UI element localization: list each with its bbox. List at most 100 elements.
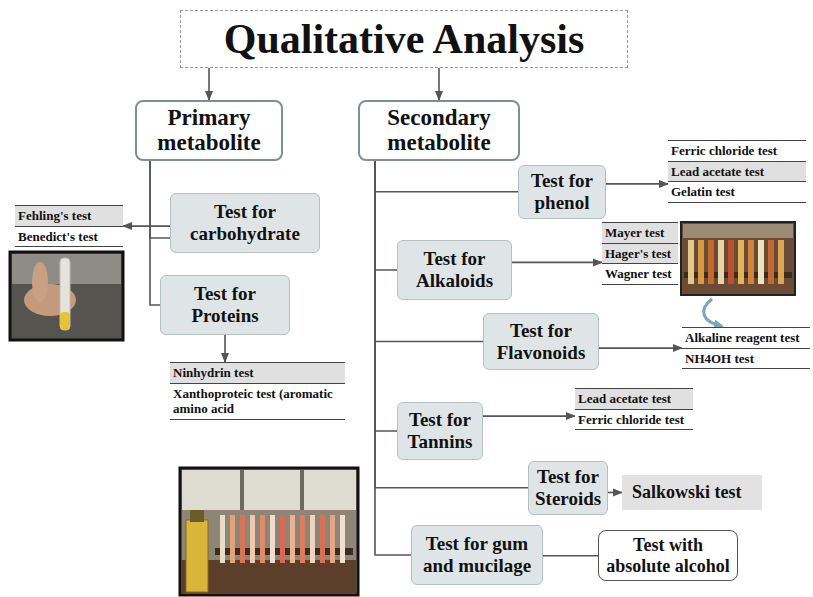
test-box: Test for carbohydrate xyxy=(170,193,320,253)
method-text: Ninhydrin test xyxy=(170,363,345,384)
method-text: Lead acetate test xyxy=(575,389,693,410)
test-box: Test for Proteins xyxy=(160,275,290,335)
rack-photo xyxy=(681,222,795,295)
window-light xyxy=(182,470,356,510)
box-label: Test for Tannins xyxy=(404,409,476,453)
tube xyxy=(270,515,275,563)
tube xyxy=(738,240,744,284)
tube xyxy=(320,515,325,563)
curved-arrow xyxy=(704,299,722,326)
connector-line xyxy=(512,262,602,264)
lab-rack-photo xyxy=(180,468,358,595)
test-box: Test for Flavonoids xyxy=(483,313,599,370)
tube xyxy=(728,240,734,284)
method-text: Ferric chloride test xyxy=(668,141,806,162)
method-text: Xanthoproteic test (aromatic amino acid xyxy=(170,384,345,420)
window-bar xyxy=(300,470,304,510)
box-label: Test for phenol xyxy=(525,170,599,214)
box-label: Test for Flavonoids xyxy=(490,320,592,364)
tube xyxy=(698,240,704,284)
tube xyxy=(290,515,295,563)
connector-line xyxy=(375,161,518,192)
connector-line xyxy=(375,161,397,270)
result-box: Test with absolute alcohol xyxy=(598,530,738,581)
tube xyxy=(778,240,784,284)
method-text: Wagner test xyxy=(602,264,678,285)
box-label: Test for Steroids xyxy=(535,466,601,510)
method-list: Ferric chloride testLead acetate testGel… xyxy=(668,140,806,203)
test-box: Test for Alkaloids xyxy=(397,240,512,300)
window-bar xyxy=(240,470,244,510)
connector-line xyxy=(543,555,598,557)
tube xyxy=(280,515,285,563)
box-label: Test for Proteins xyxy=(167,283,283,327)
tube xyxy=(220,515,225,563)
tube xyxy=(718,240,724,284)
test-box: Test for Steroids xyxy=(528,461,608,515)
method-text: Alkaline reagent test xyxy=(682,328,810,349)
reagent-bottle xyxy=(186,520,208,592)
connector-line xyxy=(608,492,622,494)
tube xyxy=(708,240,714,284)
method-list: Mayer testHager's testWagner test xyxy=(602,222,678,285)
box-label: Test for Alkaloids xyxy=(404,248,505,292)
photo-frame xyxy=(681,222,795,295)
tube xyxy=(250,515,255,563)
method-list: Ninhydrin testXanthoproteic test (aromat… xyxy=(170,362,345,420)
tube xyxy=(230,515,235,563)
photo-frame xyxy=(180,468,358,595)
box-label: Secondary metabolite xyxy=(366,105,512,156)
box-label: Qualitative Analysis xyxy=(189,15,619,63)
photo-frame xyxy=(10,252,123,340)
method-text: Mayer test xyxy=(602,223,678,244)
connector-line xyxy=(224,335,226,362)
method-list: Alkaline reagent testNH4OH test xyxy=(682,327,810,369)
box-label: Test for carbohydrate xyxy=(177,201,313,245)
method-text: Ferric chloride test xyxy=(575,410,693,431)
box-label: Primary metabolite xyxy=(143,105,275,156)
tube xyxy=(300,515,305,563)
tube-liquid xyxy=(60,312,70,330)
tube xyxy=(768,240,774,284)
method-list: Lead acetate testFerric chloride test xyxy=(575,388,693,430)
method-text: Fehling's test xyxy=(15,206,123,227)
connector-line xyxy=(123,225,170,227)
tube xyxy=(260,515,265,563)
category-box: Primary metabolite xyxy=(135,100,283,161)
title-box: Qualitative Analysis xyxy=(180,10,628,68)
method-text: Benedict's test xyxy=(15,227,123,248)
result-box: Salkowski test xyxy=(622,475,762,510)
box-label: Test with absolute alcohol xyxy=(603,535,733,576)
box-label: Salkowski test xyxy=(632,482,752,503)
connector-line xyxy=(208,68,210,100)
test-box: Test for phenol xyxy=(518,165,606,219)
category-box: Secondary metabolite xyxy=(358,100,520,161)
test-tube-photo xyxy=(10,252,123,340)
tube xyxy=(240,515,245,563)
tube xyxy=(688,240,694,284)
connector-line xyxy=(599,347,682,349)
method-text: Lead acetate test xyxy=(668,162,806,183)
tube xyxy=(758,240,764,284)
method-text: NH4OH test xyxy=(682,349,810,370)
connector-line xyxy=(150,161,160,305)
connector-line xyxy=(438,68,440,100)
tube xyxy=(340,515,345,563)
method-list: Fehling's testBenedict's test xyxy=(15,205,123,247)
connector-line xyxy=(375,161,411,555)
test-box: Test for Tannins xyxy=(397,402,483,460)
tube xyxy=(310,515,315,563)
test-tube xyxy=(60,258,70,330)
tube xyxy=(330,515,335,563)
method-text: Hager's test xyxy=(602,244,678,265)
bottle-cap xyxy=(190,510,204,522)
connector-line xyxy=(375,161,397,431)
test-box: Test for gum and mucilage xyxy=(411,525,543,585)
photo-background xyxy=(683,224,793,238)
method-text: Gelatin test xyxy=(668,182,806,203)
connector-line xyxy=(606,183,668,185)
connector-line xyxy=(483,415,575,417)
finger-shape xyxy=(32,262,48,302)
box-label: Test for gum and mucilage xyxy=(418,533,536,577)
